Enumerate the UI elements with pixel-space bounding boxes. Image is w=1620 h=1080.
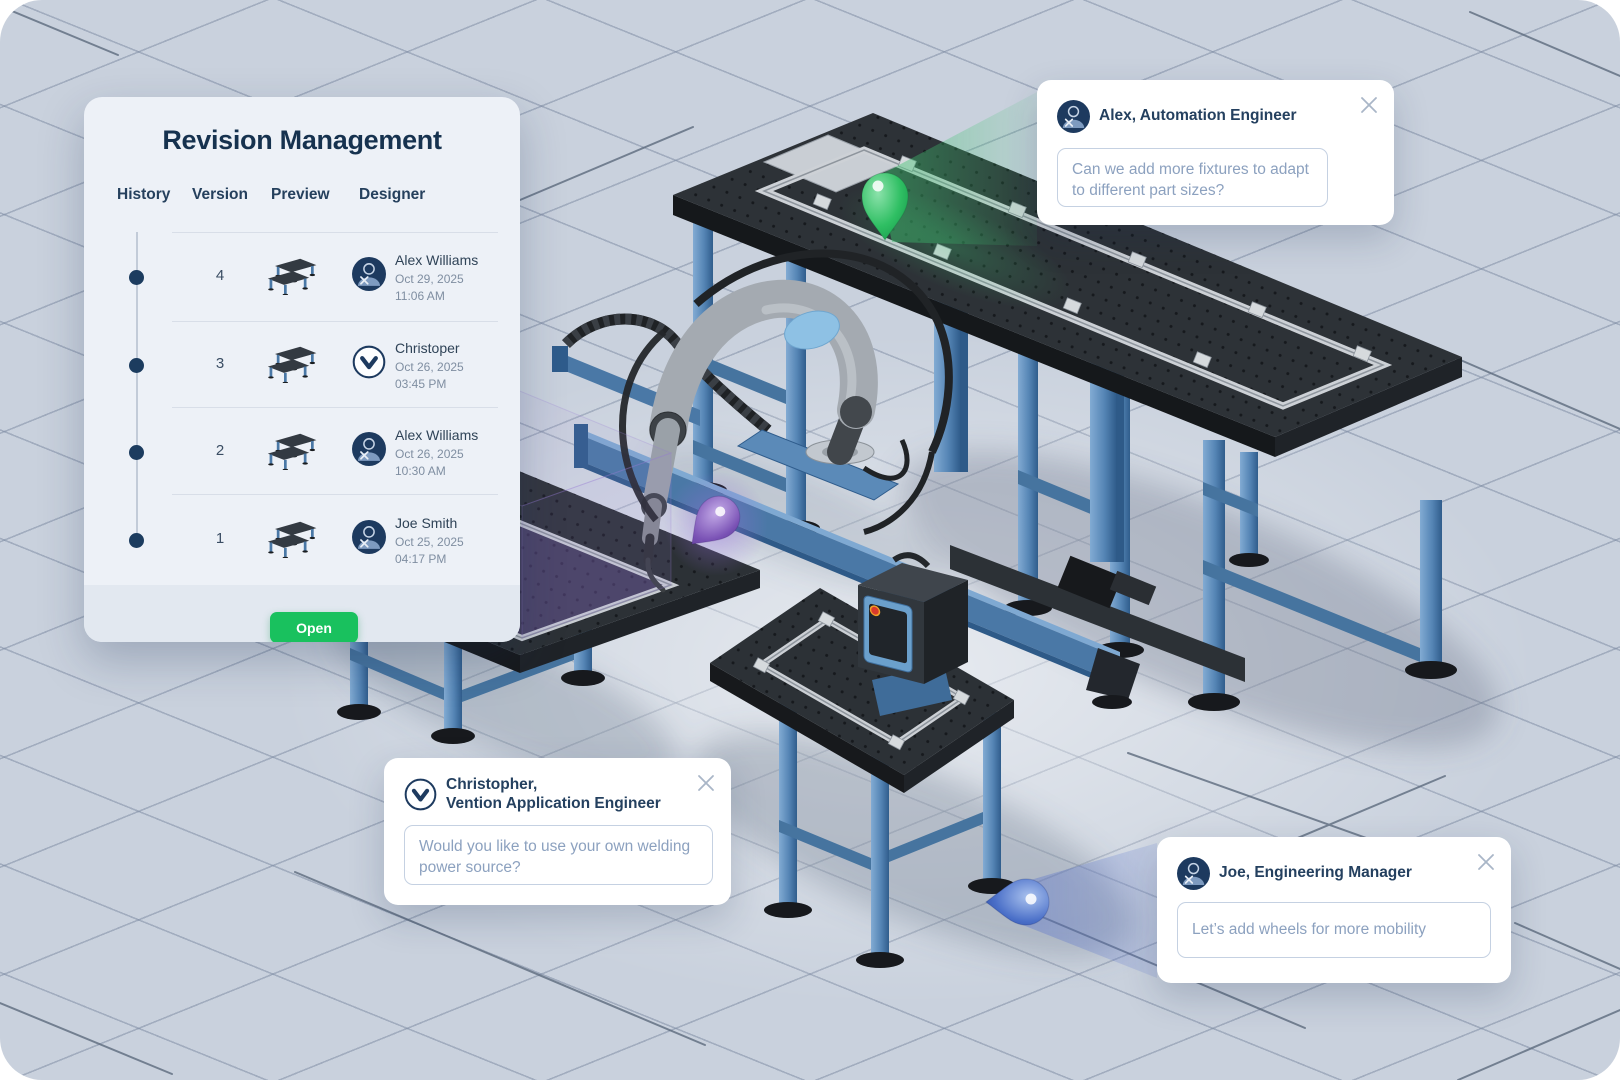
engineer-avatar xyxy=(1177,857,1210,890)
weld-table-center xyxy=(710,588,1016,968)
commenter-name-line1: Christopher, xyxy=(446,776,538,793)
revision-row[interactable]: 2 Alex Williams Oct 26, 2025 10:30 AM xyxy=(84,409,520,495)
designer-name: Christoper xyxy=(395,340,460,356)
column-header-designer: Designer xyxy=(359,186,426,203)
revision-management-panel: Revision Management History Version Prev… xyxy=(84,97,520,642)
designer-name: Alex Williams xyxy=(395,427,479,443)
design-preview-thumbnail[interactable] xyxy=(266,518,320,558)
revision-time: 04:17 PM xyxy=(395,551,447,566)
timeline-dot[interactable] xyxy=(129,357,144,373)
vention-chevron-icon xyxy=(352,345,386,379)
revision-time: 03:45 PM xyxy=(395,376,447,391)
engineer-avatar xyxy=(352,432,386,466)
close-icon[interactable] xyxy=(1358,94,1380,116)
column-header-history: History xyxy=(117,186,171,203)
open-button[interactable]: Open xyxy=(270,612,358,642)
revision-time: 10:30 AM xyxy=(395,463,446,478)
timeline-dot[interactable] xyxy=(129,532,144,548)
row-divider xyxy=(172,321,498,322)
engineer-avatar xyxy=(352,257,386,291)
engineer-avatar xyxy=(1057,100,1090,133)
history-timeline xyxy=(136,232,138,540)
commenter-name: Alex, Automation Engineer xyxy=(1099,107,1297,124)
commenter-name: Joe, Engineering Manager xyxy=(1219,864,1412,881)
row-divider xyxy=(172,232,498,233)
comment-card-alex: Alex, Automation Engineer Can we add mor… xyxy=(1037,80,1394,225)
comment-input[interactable]: Let’s add wheels for more mobility xyxy=(1177,902,1491,958)
revision-row[interactable]: 1 Joe Smith Oct 25, 2025 04:17 PM xyxy=(84,497,520,583)
version-number: 2 xyxy=(215,442,225,459)
green-beam xyxy=(878,92,1037,246)
commenter-name: Christopher, Vention Application Enginee… xyxy=(446,775,661,814)
comment-input[interactable]: Would you like to use your own welding p… xyxy=(404,825,713,885)
robot-arm xyxy=(619,249,953,593)
design-preview-thumbnail[interactable] xyxy=(266,255,320,295)
vention-chevron-icon xyxy=(404,778,437,811)
timeline-dot[interactable] xyxy=(129,269,144,285)
column-header-version: Version xyxy=(192,186,248,203)
revision-date: Oct 25, 2025 xyxy=(395,535,464,549)
revision-time: 11:06 AM xyxy=(395,288,445,303)
panel-title: Revision Management xyxy=(162,125,442,155)
revision-date: Oct 29, 2025 xyxy=(395,272,464,286)
design-preview-thumbnail[interactable] xyxy=(266,430,320,470)
version-number: 4 xyxy=(215,267,225,284)
timeline-dot[interactable] xyxy=(129,444,144,460)
row-divider xyxy=(172,407,498,408)
designer-name: Joe Smith xyxy=(395,515,458,531)
version-number: 1 xyxy=(215,530,225,547)
welding-power-source xyxy=(858,552,968,716)
comment-input[interactable]: Can we add more fixtures to adapt to dif… xyxy=(1057,148,1328,207)
revision-date: Oct 26, 2025 xyxy=(395,447,464,461)
design-preview-thumbnail[interactable] xyxy=(266,343,320,383)
column-header-preview: Preview xyxy=(271,186,330,203)
close-icon[interactable] xyxy=(1475,851,1497,873)
version-number: 3 xyxy=(215,355,225,372)
blue-comment-marker[interactable] xyxy=(985,878,1050,926)
revision-row[interactable]: 3 Christoper Oct 26, 2025 03:45 PM xyxy=(84,322,520,408)
green-location-pin[interactable] xyxy=(861,172,909,241)
purple-comment-marker[interactable] xyxy=(664,472,768,576)
close-icon[interactable] xyxy=(695,772,717,794)
designer-name: Alex Williams xyxy=(395,252,479,268)
comment-card-christopher: Christopher, Vention Application Enginee… xyxy=(384,758,731,905)
blue-beam xyxy=(1010,843,1157,978)
commenter-name-line2: Vention Application Engineer xyxy=(446,795,661,813)
revision-row[interactable]: 4 Alex Williams Oct 29, 2025 11:06 AM xyxy=(84,234,520,320)
revision-date: Oct 26, 2025 xyxy=(395,360,464,374)
comment-card-joe: Joe, Engineering Manager Let’s add wheel… xyxy=(1157,837,1511,983)
row-divider xyxy=(172,494,498,495)
engineer-avatar xyxy=(352,520,386,554)
